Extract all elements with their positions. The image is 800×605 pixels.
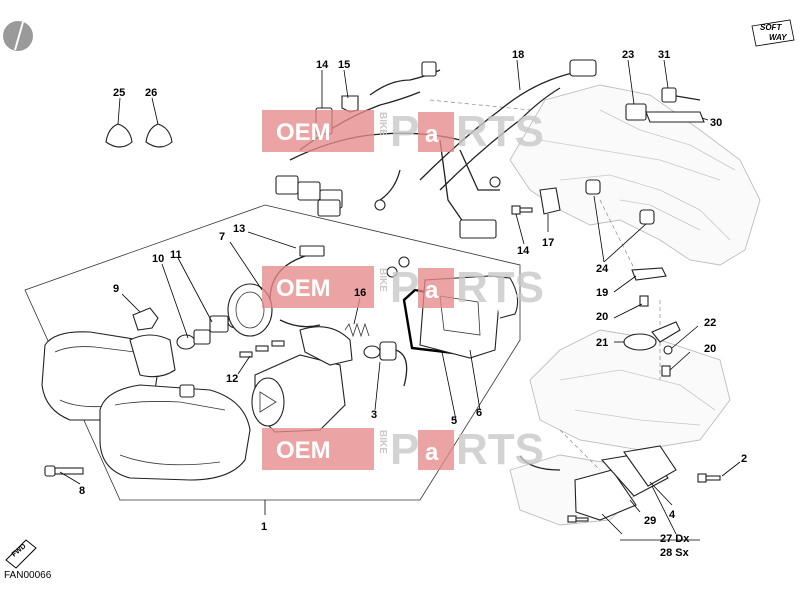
nuts-pair	[386, 256, 410, 278]
callout-12: 12	[226, 373, 238, 385]
brand-mark-line2: WAY	[769, 33, 787, 42]
clip-15-top	[341, 95, 359, 113]
callout-18: 18	[512, 49, 524, 61]
bolt-29	[567, 515, 589, 523]
horn-21	[623, 321, 681, 351]
relay-23	[625, 103, 647, 121]
watermark: OEM P a RTS BIKE OEM P a RTS BIKE OEM P …	[262, 107, 544, 474]
callout-14-top: 14	[316, 59, 329, 71]
watermark-p-3: P	[390, 425, 419, 474]
leader-lines	[59, 59, 741, 541]
callout-20-lower: 20	[704, 343, 716, 355]
watermark-bike-2: BIKE	[377, 268, 388, 292]
watermark-rts-2: RTS	[456, 263, 544, 312]
callout-14-lower: 14	[517, 245, 530, 257]
watermark-oem-3: OEM	[276, 437, 331, 464]
watermark-p-1: P	[390, 107, 419, 156]
callout-10: 10	[152, 253, 164, 265]
manufacturer-logo	[3, 21, 33, 51]
watermark-bike-3: BIKE	[377, 430, 388, 454]
bracket-30	[645, 111, 705, 123]
sensor-31	[661, 87, 701, 103]
callout-13: 13	[233, 223, 245, 235]
mounts-24	[585, 179, 655, 225]
callouts: 1 2 3 4 5 6 7 8 9 10 11 12 13 14 14 15 1…	[79, 49, 747, 559]
watermark-bike-1: BIKE	[377, 112, 388, 136]
callout-21: 21	[596, 337, 608, 349]
callout-6: 6	[476, 407, 482, 419]
callout-1: 1	[261, 521, 267, 533]
callout-3: 3	[371, 409, 377, 421]
figure-code: FAN00066	[4, 570, 52, 581]
callout-8: 8	[79, 485, 85, 497]
spring-16	[344, 322, 370, 338]
callout-25: 25	[113, 87, 125, 99]
callout-26: 26	[145, 87, 157, 99]
watermark-rts-3: RTS	[456, 425, 544, 474]
washer-22	[663, 345, 673, 355]
callout-19: 19	[596, 287, 608, 299]
clamp-25	[105, 123, 133, 148]
headlight-group-outline	[24, 204, 521, 501]
callout-7: 7	[219, 231, 225, 243]
watermark-a-1: a	[425, 121, 439, 148]
bulb-3	[363, 341, 408, 387]
assembly-guides	[429, 99, 661, 471]
bolt-14-lower	[511, 205, 533, 215]
callout-16: 16	[354, 287, 366, 299]
callout-28-sx: 28 Sx	[660, 547, 690, 559]
brand-mark-line1: SOFT	[760, 23, 782, 32]
brand-mark: SOFT WAY	[751, 19, 795, 47]
callout-5: 5	[451, 415, 457, 427]
callout-17: 17	[542, 237, 554, 249]
callout-27-dx: 27 Dx	[660, 533, 690, 545]
callout-20-upper: 20	[596, 311, 608, 323]
connector-cluster	[275, 175, 343, 217]
bolt-2	[697, 473, 721, 483]
headlight-housing	[41, 331, 251, 481]
clamp-26	[145, 123, 173, 148]
callout-31: 31	[658, 49, 670, 61]
watermark-p-2: P	[390, 263, 419, 312]
cover-ring-7	[227, 283, 273, 337]
bolt-20-upper	[639, 295, 649, 307]
bulb-10	[176, 329, 211, 350]
watermark-oem-1: OEM	[276, 119, 331, 146]
callout-23: 23	[622, 49, 634, 61]
watermark-a-2: a	[425, 277, 439, 304]
callout-11: 11	[170, 249, 182, 261]
callout-9: 9	[113, 283, 119, 295]
callout-2: 2	[741, 453, 747, 465]
bracket-19	[631, 267, 667, 281]
watermark-rts-1: RTS	[456, 107, 544, 156]
grommet-9	[132, 307, 159, 331]
callout-22: 22	[704, 317, 716, 329]
forward-direction-marker: FWD	[5, 539, 37, 569]
turn-signal-assembly	[519, 445, 677, 521]
sleeves-12	[239, 340, 285, 358]
callout-30: 30	[710, 117, 722, 129]
projector-unit	[251, 326, 353, 433]
watermark-oem-2: OEM	[276, 275, 331, 302]
callout-15: 15	[338, 59, 350, 71]
watermark-a-3: a	[425, 439, 439, 466]
callout-24: 24	[596, 263, 609, 275]
bolt-20-lower	[661, 365, 671, 377]
callout-4: 4	[669, 509, 676, 521]
bolt-8	[44, 465, 84, 477]
clip-17	[539, 187, 561, 215]
callout-29: 29	[644, 515, 656, 527]
